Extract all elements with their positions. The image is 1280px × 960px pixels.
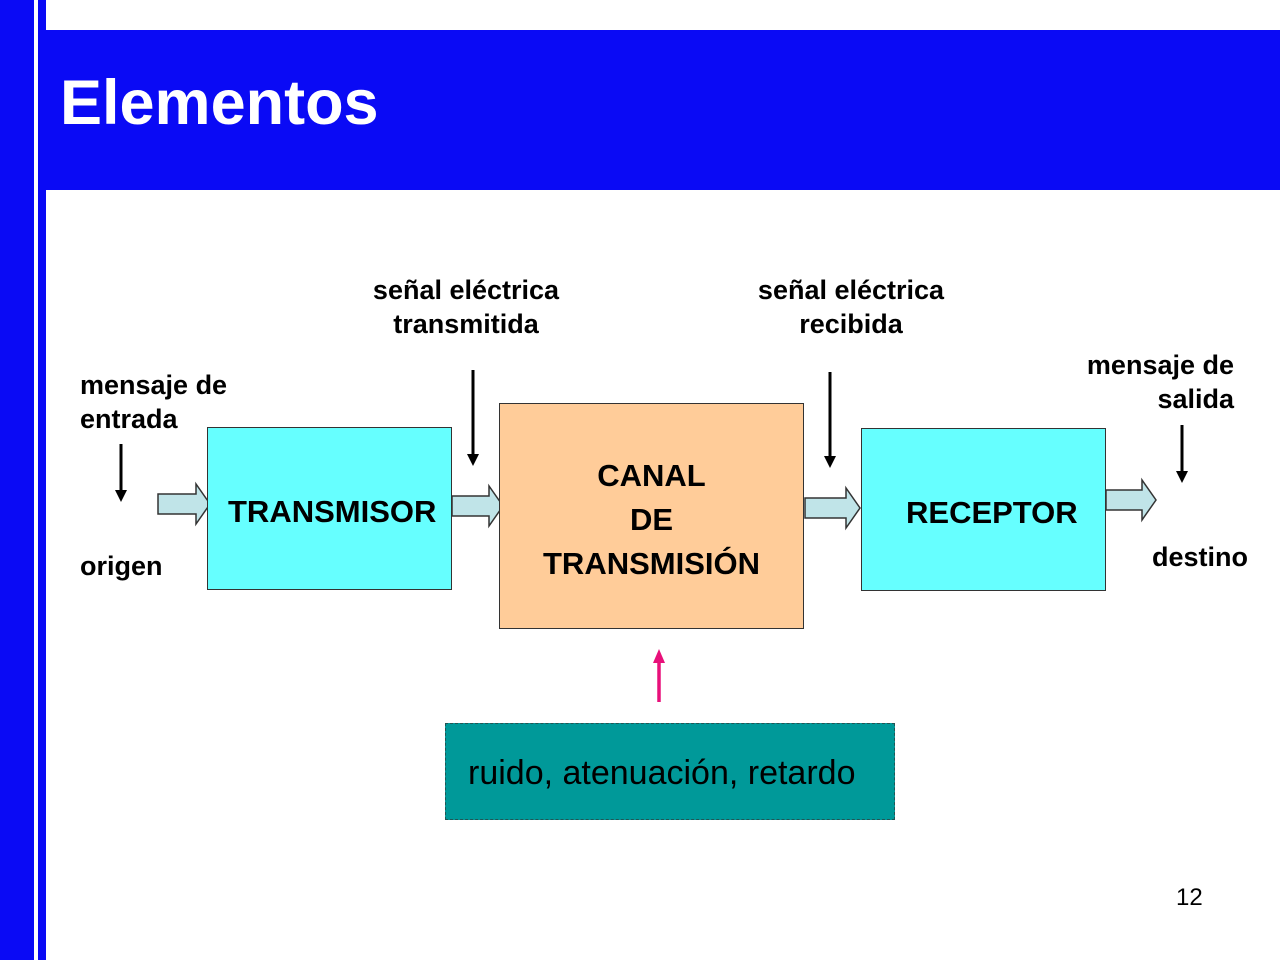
arrow-up-icon [653,649,665,702]
noise-label: ruido, atenuación, retardo [468,754,856,792]
channel-line-3: TRANSMISIÓN [543,546,760,581]
output-message-label: mensaje de salida [1034,348,1234,416]
block-arrow-right-icon [157,481,211,527]
input-message-label: mensaje de entrada [80,368,227,436]
left-stripe-thin [38,0,46,960]
input-message-line-1: mensaje de [80,370,228,400]
left-stripe [0,0,34,960]
received-signal-label: señal eléctrica recibida [731,273,971,341]
channel-line-1: CANAL [597,458,706,493]
received-signal-line-2: recibida [799,309,903,339]
receiver-block: RECEPTOR [861,428,1106,591]
input-message-line-2: entrada [80,404,178,434]
origin-label: origen [80,551,163,581]
received-signal-line-1: señal eléctrica [757,275,945,305]
transmitted-signal-label: señal eléctrica transmitida [346,273,586,341]
channel-label: CANAL DE TRANSMISIÓN [500,454,803,586]
slide-title: Elementos [60,68,379,138]
receiver-label: RECEPTOR [906,495,1078,530]
output-message-line-1: mensaje de [1086,350,1234,380]
channel-block: CANAL DE TRANSMISIÓN [499,403,804,629]
transmitter-block: TRANSMISOR [207,427,452,590]
destination-label: destino [1152,542,1249,572]
arrow-down-icon [115,444,127,502]
noise-block: ruido, atenuación, retardo [445,723,895,820]
transmitted-signal-line-2: transmitida [393,309,539,339]
channel-line-2: DE [629,502,674,537]
arrow-down-icon [1176,425,1188,483]
transmitter-label: TRANSMISOR [228,494,437,529]
block-arrow-right-icon [1105,477,1157,523]
title-band [46,30,1280,190]
arrow-down-icon [467,370,479,466]
block-arrow-right-icon [804,485,861,531]
block-arrow-right-icon [451,483,504,529]
transmitted-signal-line-1: señal eléctrica [372,275,560,305]
output-message-line-2: salida [1157,384,1234,414]
arrow-down-icon [824,372,836,468]
page-number: 12 [1176,884,1203,911]
